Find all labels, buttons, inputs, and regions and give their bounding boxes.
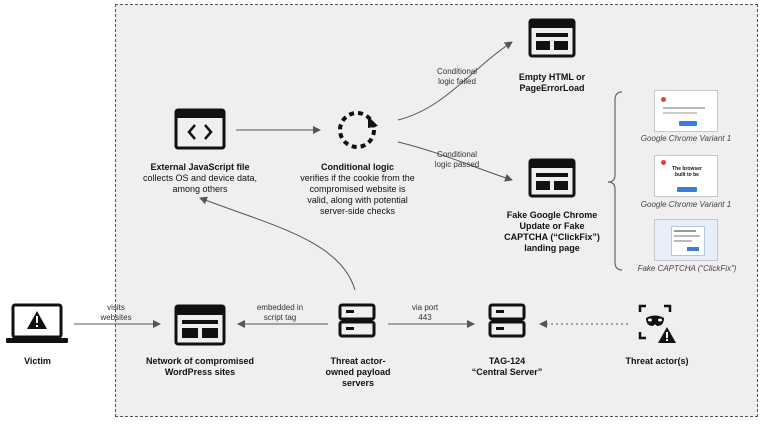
payload-servers-label: Threat actor- owned payload servers	[325, 356, 391, 388]
thumb-button	[679, 121, 697, 126]
arrow-payload-to-jsfile	[199, 196, 356, 291]
diagram-frame	[115, 4, 758, 417]
empty-html-label: Empty HTML or PageErrorLoad	[518, 72, 586, 93]
cond-logic-label: Conditional logic verifies if the cookie…	[300, 162, 415, 216]
landing-page-window-icon	[528, 158, 576, 198]
thumb-headline: The browser built to be	[672, 166, 702, 178]
fake-update-label: Fake Google Chrome Update or Fake CAPTCH…	[504, 210, 600, 253]
edge-label-embedded: embedded in script tag	[256, 303, 304, 322]
variants-brace	[607, 91, 623, 271]
tag124-label: TAG-124 “Central Server”	[471, 356, 543, 377]
central-server-icon	[488, 303, 526, 338]
js-file-label: External JavaScript file collects OS and…	[142, 162, 258, 194]
thumb-text-line	[674, 230, 696, 232]
thumb-text-line	[663, 112, 697, 114]
thumb-text-line	[663, 107, 705, 109]
empty-page-window-icon	[528, 18, 576, 58]
edge-label-cond-passed: Conditional logic passed	[434, 150, 480, 169]
thumb-button	[677, 187, 697, 192]
cond-logic-desc: verifies if the cookie from the compromi…	[300, 173, 415, 216]
edge-label-cond-failed: Conditional logic failed	[436, 67, 478, 86]
variant-caption-2: Google Chrome Variant 1	[640, 200, 732, 209]
variant-thumbnail-3	[654, 219, 718, 261]
wordpress-label: Network of compromised WordPress sites	[145, 356, 255, 377]
laptop-warning-icon	[6, 303, 68, 343]
arrow-cond-passed	[397, 141, 513, 182]
variant-thumbnail-1	[654, 90, 718, 132]
server-icon	[338, 303, 376, 338]
edge-label-via-port: via port 443	[411, 303, 439, 322]
chrome-logo-icon	[661, 97, 666, 102]
edge-label-visits: visits websites	[100, 303, 132, 322]
thumb-button	[687, 247, 699, 251]
threat-actor-icon	[638, 304, 676, 343]
code-window-icon	[174, 108, 226, 150]
threat-actor-label: Threat actor(s)	[625, 356, 689, 366]
js-file-desc: collects OS and device data, among other…	[142, 173, 258, 194]
arrow-cond-failed	[397, 41, 513, 121]
variant-caption-3: Fake CAPTCHA (“ClickFix”)	[637, 264, 737, 273]
loading-spinner-icon	[338, 111, 378, 149]
thumb-text-line	[674, 235, 700, 237]
victim-label: Victim	[24, 356, 51, 366]
chrome-logo-icon	[661, 160, 666, 165]
variant-thumbnail-2: The browser built to be	[654, 155, 718, 197]
website-window-icon	[174, 304, 226, 346]
variant-caption-1: Google Chrome Variant 1	[640, 134, 732, 143]
thumb-text-line	[674, 240, 692, 242]
